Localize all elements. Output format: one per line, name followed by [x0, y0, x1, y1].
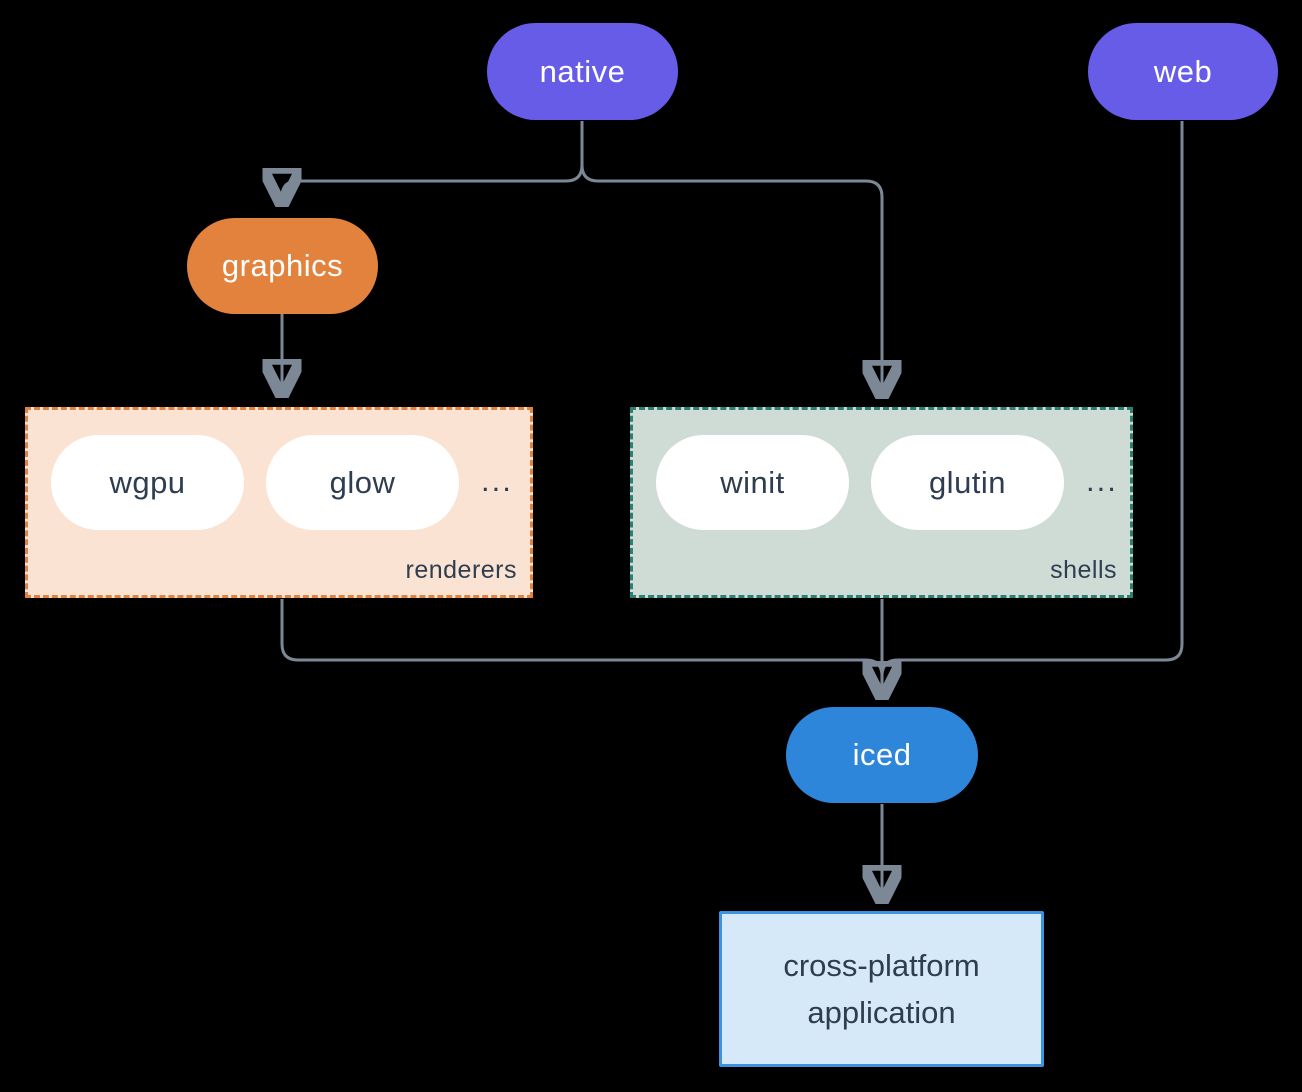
- node-native: native: [487, 23, 678, 120]
- shells-group-label: shells: [1050, 556, 1117, 584]
- renderers-group-label: renderers: [405, 556, 517, 584]
- edge-renderers-to-merge: [280, 599, 884, 677]
- node-wgpu-label: wgpu: [109, 464, 186, 500]
- renderers-ellipsis: ...: [481, 463, 513, 498]
- node-winit-label: winit: [720, 464, 785, 500]
- node-wgpu: wgpu: [51, 435, 244, 530]
- shells-ellipsis: ...: [1086, 463, 1118, 498]
- node-glutin-label: glutin: [928, 464, 1007, 500]
- edge-native-to-shells: [580, 121, 882, 395]
- node-iced: iced: [786, 707, 978, 803]
- node-graphics: graphics: [187, 218, 378, 314]
- node-web: web: [1088, 23, 1278, 120]
- node-native-label: native: [539, 53, 626, 89]
- node-winit: winit: [656, 435, 849, 530]
- node-graphics-label: graphics: [221, 248, 344, 283]
- node-glutin: glutin: [871, 435, 1064, 530]
- edge-native-to-graphics: [282, 121, 584, 203]
- node-web-label: web: [1153, 53, 1213, 89]
- group-renderers: wgpu glow ... renderers: [25, 407, 533, 598]
- group-shells: winit glutin ... shells: [630, 407, 1133, 598]
- node-iced-label: iced: [852, 737, 912, 772]
- node-glow: glow: [266, 435, 459, 530]
- app-box-label: cross-platform application: [783, 948, 980, 1030]
- node-cross-platform-application: cross-platform application: [719, 911, 1044, 1067]
- node-glow-label: glow: [329, 464, 396, 500]
